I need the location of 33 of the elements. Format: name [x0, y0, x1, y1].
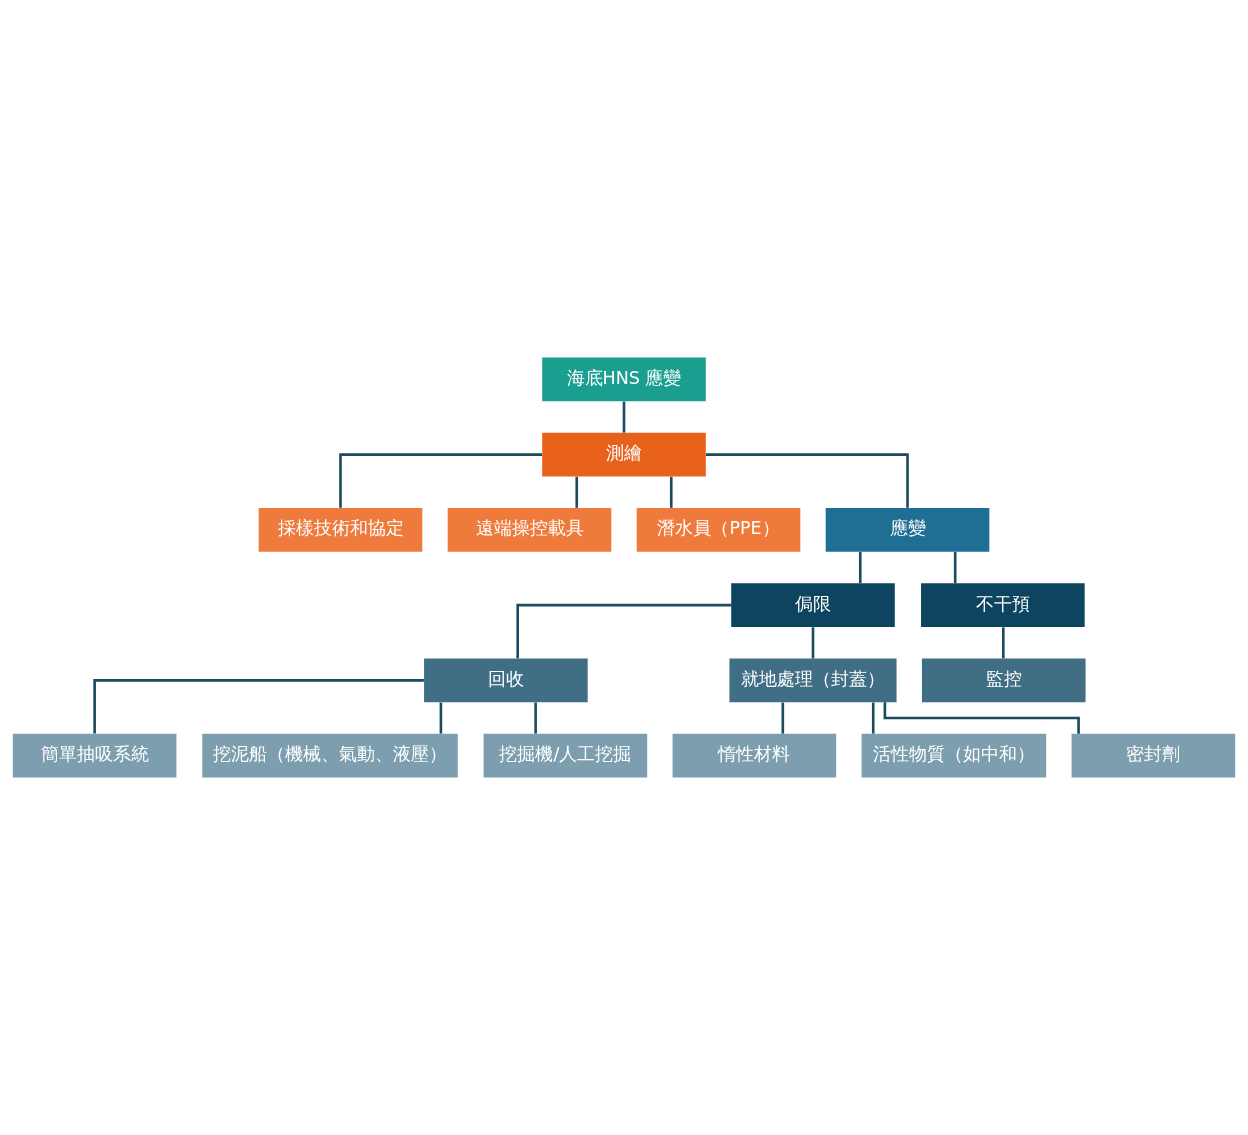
- connector: [339, 453, 542, 508]
- connector: [516, 603, 732, 659]
- connector: [811, 627, 815, 659]
- node-box: 採樣技術和協定: [258, 508, 423, 552]
- node-box: 活性物質（如中和）: [861, 733, 1047, 778]
- connector: [781, 702, 785, 734]
- connector: [871, 702, 875, 734]
- connector: [1002, 627, 1005, 659]
- node-box: 不干預: [921, 583, 1085, 627]
- node-box: 回收: [424, 658, 588, 703]
- connector: [953, 552, 957, 584]
- connector: [622, 401, 626, 433]
- connector: [575, 476, 579, 508]
- node-box: 測繪: [542, 432, 706, 477]
- connector: [883, 702, 1080, 734]
- node-box: 密封劑: [1071, 733, 1236, 778]
- node-box: 簡單抽吸系統: [12, 733, 177, 778]
- node-box: 侷限: [731, 583, 895, 627]
- node-box: 潛水員（PPE）: [636, 508, 801, 552]
- node-box: 挖掘機/人工挖掘: [483, 733, 648, 778]
- connector: [669, 476, 673, 508]
- connector: [534, 702, 537, 734]
- connector: [439, 702, 443, 734]
- connector: [858, 552, 862, 584]
- node-box: 應變: [825, 508, 990, 552]
- node-box: 惰性材料: [672, 733, 837, 778]
- node-box: 就地處理（封蓋）: [729, 658, 897, 703]
- connector: [93, 679, 424, 734]
- node-box: 遠端操控載具: [447, 508, 612, 552]
- node-box: 挖泥船（機械、氣動、液壓）: [202, 733, 458, 778]
- node-box: 海底HNS 應變: [542, 357, 706, 402]
- node-box: 監控: [921, 658, 1086, 703]
- connector: [706, 453, 909, 508]
